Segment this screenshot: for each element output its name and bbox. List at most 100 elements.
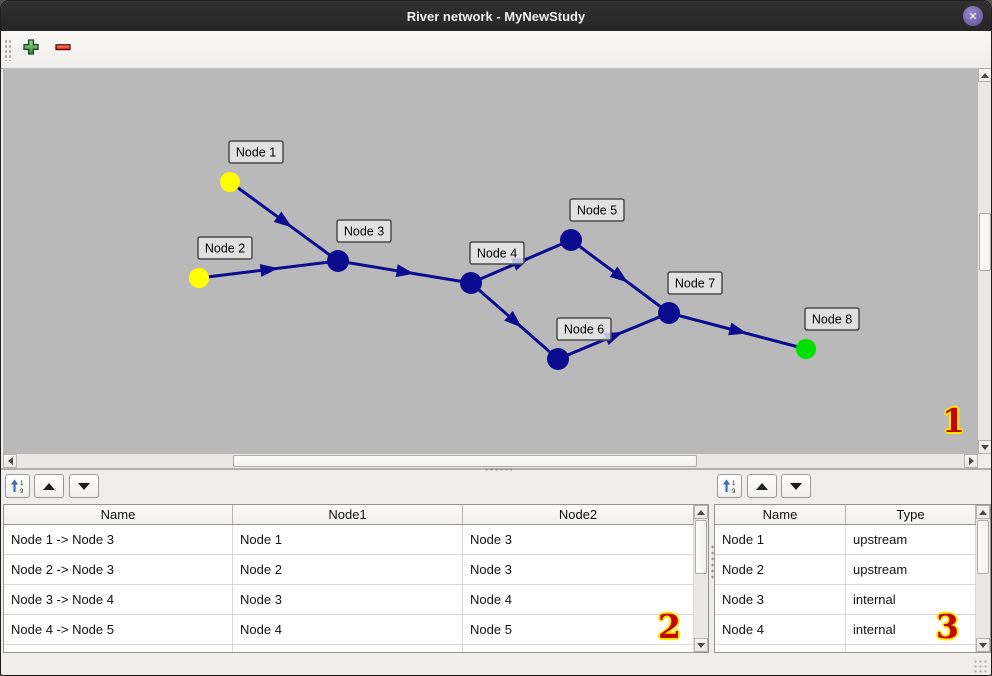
triangle-up-icon [979, 509, 987, 515]
table-cell[interactable]: Node 5 [463, 615, 694, 645]
table-cell[interactable]: Node 4 -> Node 5 [4, 615, 233, 645]
table-cell[interactable]: Node 2 [233, 555, 463, 585]
scroll-up-button[interactable] [976, 505, 990, 519]
table-cell[interactable]: Node 4 [715, 615, 846, 645]
node-node-8[interactable] [796, 339, 816, 359]
node-node-1[interactable] [220, 172, 240, 192]
annotation-marker-nodes: 3 [936, 607, 959, 646]
table-cell[interactable]: internal [846, 585, 976, 615]
canvas-horizontal-scrollbar[interactable] [3, 454, 978, 468]
node-label-box[interactable] [804, 307, 860, 331]
node-label: Node 2 [205, 242, 245, 256]
remove-icon[interactable] [54, 38, 72, 56]
triangle-up-icon [981, 72, 989, 78]
vertical-scroll-thumb[interactable] [979, 213, 991, 271]
node-node-2[interactable] [189, 268, 209, 288]
nodes-move-down-button[interactable] [781, 474, 811, 498]
reaches-move-up-button[interactable] [34, 474, 64, 498]
node-node-5[interactable] [560, 229, 582, 251]
move-down-icon [78, 482, 90, 490]
table-cell[interactable]: Node 3 [463, 555, 694, 585]
scroll-left-button[interactable] [3, 454, 17, 468]
node-label-box[interactable] [228, 140, 284, 164]
node-label-box[interactable] [569, 198, 625, 222]
reaches-move-down-button[interactable] [69, 474, 99, 498]
close-button[interactable]: ✕ [963, 6, 983, 26]
scroll-down-button[interactable] [976, 638, 990, 652]
resize-grip-icon[interactable] [973, 659, 989, 673]
table-cell[interactable]: Node 3 [233, 585, 463, 615]
toolbar-drag-handle-icon[interactable] [4, 39, 12, 61]
scroll-up-button[interactable] [694, 505, 708, 519]
table-cell[interactable]: upstream [846, 525, 976, 555]
canvas-vertical-scrollbar[interactable] [978, 68, 991, 454]
table-cell[interactable]: Node 2 -> Node 3 [4, 555, 233, 585]
close-icon: ✕ [968, 10, 978, 23]
window-title: River network - MyNewStudy [406, 8, 586, 24]
scroll-up-button[interactable] [978, 68, 991, 82]
svg-text:9: 9 [732, 489, 736, 494]
vertical-splitter-handle-icon[interactable] [710, 544, 715, 580]
vertical-scroll-thumb[interactable] [695, 520, 707, 574]
scroll-down-button[interactable] [694, 638, 708, 652]
node-node-4[interactable] [460, 272, 482, 294]
column-header[interactable]: Node2 [463, 505, 694, 524]
node-node-3[interactable] [327, 250, 349, 272]
horizontal-scroll-thumb[interactable] [233, 455, 697, 467]
nodes-move-up-button[interactable] [747, 474, 777, 498]
titlebar[interactable]: River network - MyNewStudy ✕ [1, 1, 991, 31]
node-label: Node 3 [344, 225, 384, 239]
column-header[interactable]: Name [4, 505, 233, 524]
scroll-right-button[interactable] [964, 454, 978, 468]
triangle-up-icon [697, 509, 705, 515]
reaches-sort-button[interactable]: 1 9 [5, 474, 30, 498]
table-cell[interactable]: Node 1 [233, 525, 463, 555]
edge-arrow-icon [504, 310, 523, 328]
table-cell[interactable]: Node 4 [233, 615, 463, 645]
node-label-box[interactable] [197, 236, 253, 260]
nodes-sort-button[interactable]: 1 9 [717, 474, 742, 498]
triangle-down-icon [981, 444, 989, 450]
nodes-table-scrollbar[interactable] [976, 505, 990, 652]
node-label-box[interactable] [336, 219, 392, 243]
edge-arrow-icon [609, 266, 629, 283]
table-cell[interactable]: Node 1 -> Node 3 [4, 525, 233, 555]
table-cell[interactable]: Node 3 [463, 525, 694, 555]
table-cell[interactable]: Node 3 -> Node 4 [4, 585, 233, 615]
table-cell[interactable]: Node 3 [715, 585, 846, 615]
svg-text:1: 1 [20, 481, 24, 487]
node-label-box[interactable] [469, 241, 525, 265]
splitter-handle-icon[interactable] [484, 467, 512, 473]
column-header[interactable]: Node1 [233, 505, 463, 524]
node-label: Node 4 [477, 247, 517, 261]
table-cell[interactable]: Node 2 [715, 555, 846, 585]
vertical-scroll-thumb[interactable] [977, 520, 989, 574]
node-label-box[interactable] [556, 317, 612, 341]
table-cell[interactable]: upstream [846, 555, 976, 585]
node-node-6[interactable] [547, 348, 569, 370]
add-icon[interactable] [22, 38, 40, 56]
table-cell [463, 645, 694, 652]
table-cell[interactable]: Node 1 [715, 525, 846, 555]
table-cell[interactable]: internal [846, 615, 976, 645]
reaches-table-scrollbar[interactable] [694, 505, 708, 652]
scroll-down-button[interactable] [978, 440, 991, 454]
column-header[interactable]: Name [715, 505, 846, 524]
table-cell[interactable]: Node 4 [463, 585, 694, 615]
node-node-7[interactable] [658, 302, 680, 324]
triangle-left-icon [7, 457, 13, 465]
column-header[interactable]: Type [846, 505, 976, 524]
node-label-box[interactable] [667, 271, 723, 295]
table-row-partial [4, 645, 694, 652]
